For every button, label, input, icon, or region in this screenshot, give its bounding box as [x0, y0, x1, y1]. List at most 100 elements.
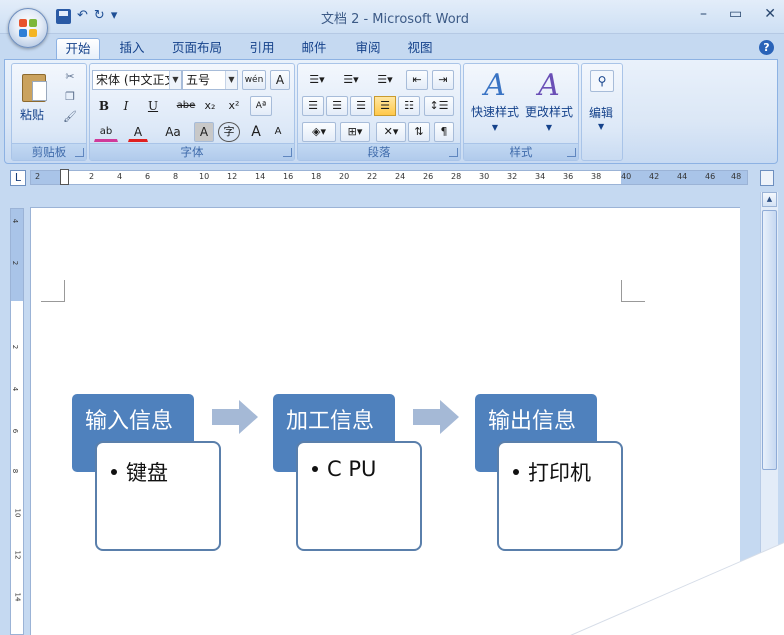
phonetic-guide-button[interactable]: wén [242, 70, 266, 90]
bullets-icon[interactable]: ☰▾ [309, 73, 325, 86]
cut-icon[interactable]: ✂ [65, 70, 75, 83]
chevron-down-icon: ▼ [225, 71, 237, 89]
right-margin-region [621, 171, 747, 184]
redo-icon[interactable]: ↻ [93, 8, 105, 23]
change-styles-label: 更改样式 [524, 105, 573, 119]
strikethrough-button[interactable]: abe [176, 100, 196, 111]
clipboard-group: 粘贴 ✂ ❐ 🖌 剪贴板 [11, 63, 87, 161]
tab-references[interactable]: 引用 [249, 40, 275, 55]
tab-view[interactable]: 视图 [407, 40, 433, 55]
document-page[interactable]: 输入信息 键盘 加工信息 C PU 输出信息 打印机 [30, 207, 740, 635]
bullet-icon [111, 469, 117, 475]
font-group-label: 字体 [90, 143, 294, 160]
scroll-up-icon[interactable]: ▲ [762, 192, 777, 207]
asian-layout-icon[interactable]: ✕▾ [376, 122, 406, 142]
vertical-scrollbar[interactable]: ▲ [760, 192, 778, 635]
horizontal-ruler[interactable]: 2 2 4 6 8 10 12 14 16 18 20 22 24 26 28 … [30, 169, 748, 185]
bold-button[interactable]: B [98, 99, 110, 113]
font-color-button[interactable]: A [128, 122, 148, 142]
ruler-tick: 2 [11, 260, 20, 266]
tab-insert[interactable]: 插入 [119, 40, 145, 55]
tab-mailings[interactable]: 邮件 [301, 40, 327, 55]
highlight-button[interactable]: ab [94, 122, 118, 142]
editing-label[interactable]: 编辑 [589, 106, 614, 120]
list-item-text: C PU [327, 457, 377, 481]
ruler-tick: 14 [13, 592, 22, 602]
shading-icon[interactable]: ◈▾ [302, 122, 336, 142]
ribbon-tabs: 开始 插入 页面布局 引用 邮件 审阅 视图 ? [0, 34, 784, 60]
minimize-button[interactable]: – [700, 6, 708, 22]
window-title: 文档 2 - Microsoft Word [320, 12, 470, 27]
enclose-characters-button[interactable]: 字 [218, 122, 240, 142]
align-center-icon[interactable]: ☰ [326, 96, 348, 116]
help-icon[interactable]: ? [759, 40, 774, 55]
smartart-header-text: 输入信息 [85, 409, 174, 434]
clipboard-icon [22, 74, 47, 102]
paragraph-launcher-icon[interactable] [449, 148, 458, 157]
align-left-icon[interactable]: ☰ [302, 96, 324, 116]
change-case-button[interactable]: Aa [165, 125, 181, 139]
clear-formatting-button[interactable]: Aª [250, 96, 272, 116]
scrollbar-thumb[interactable] [762, 210, 777, 470]
maximize-button[interactable]: ▭ [729, 6, 743, 22]
styles-group-label: 样式 [464, 143, 578, 160]
ruler-tick: 14 [255, 172, 266, 181]
show-marks-icon[interactable]: ¶ [434, 122, 454, 142]
save-icon[interactable] [56, 8, 71, 24]
italic-button[interactable]: I [123, 99, 129, 113]
office-logo-icon [19, 19, 37, 37]
multilevel-list-icon[interactable]: ☰▾ [377, 73, 393, 86]
vertical-ruler[interactable]: 4 2 2 4 6 8 10 12 14 [10, 208, 24, 635]
shrink-font-button[interactable]: A [274, 126, 282, 137]
tab-home[interactable]: 开始 [56, 38, 100, 60]
smartart-card-3[interactable]: 打印机 [497, 441, 623, 551]
character-shading-button[interactable]: A [194, 122, 214, 142]
underline-button[interactable]: U [147, 99, 159, 113]
font-name-combo[interactable]: 宋体 (中文正文) ▼ [92, 70, 182, 90]
font-size-combo[interactable]: 五号 ▼ [182, 70, 238, 90]
ruler-tick: 12 [13, 550, 22, 560]
undo-icon[interactable]: ↶ [77, 8, 88, 23]
quick-styles-icon: A [484, 68, 506, 103]
increase-indent-icon[interactable]: ⇥ [432, 70, 454, 90]
chevron-down-icon: ▼ [491, 123, 499, 132]
clipboard-launcher-icon[interactable] [75, 148, 84, 157]
ruler-tick: 18 [311, 172, 322, 181]
customize-qat-icon[interactable]: ▾ [110, 8, 118, 23]
crop-mark [621, 280, 645, 302]
superscript-button[interactable]: x² [228, 99, 240, 112]
close-button[interactable]: ✕ [764, 6, 776, 22]
distributed-icon[interactable]: ☷ [398, 96, 420, 116]
font-launcher-icon[interactable] [283, 148, 292, 157]
font-name-value: 宋体 (中文正文) [96, 73, 182, 87]
character-border-button[interactable]: A [270, 70, 290, 90]
tab-review[interactable]: 审阅 [355, 40, 381, 55]
tab-selector[interactable]: L [10, 170, 26, 186]
styles-launcher-icon[interactable] [567, 148, 576, 157]
ruler-tick: 2 [35, 172, 41, 181]
list-item-text: 打印机 [528, 461, 591, 485]
align-right-icon[interactable]: ☰ [350, 96, 372, 116]
sort-icon[interactable]: ⇅ [408, 122, 430, 142]
tab-page-layout[interactable]: 页面布局 [171, 40, 222, 55]
ruler-tick: 44 [677, 172, 688, 181]
borders-icon[interactable]: ⊞▾ [340, 122, 370, 142]
justify-icon[interactable]: ☰ [374, 96, 396, 116]
smartart-card-2[interactable]: C PU [296, 441, 422, 551]
copy-icon[interactable]: ❐ [65, 90, 75, 103]
decrease-indent-icon[interactable]: ⇤ [406, 70, 428, 90]
grow-font-button[interactable]: A [251, 124, 261, 140]
view-ruler-icon[interactable] [760, 170, 774, 186]
paste-label[interactable]: 粘贴 [20, 108, 45, 122]
smartart-card-1[interactable]: 键盘 [95, 441, 221, 551]
numbering-icon[interactable]: ☰▾ [343, 73, 359, 86]
change-styles-button[interactable]: A 更改样式 ▼ [522, 68, 576, 148]
quick-styles-button[interactable]: A 快速样式 ▼ [468, 68, 522, 148]
paste-button[interactable] [20, 70, 50, 104]
line-spacing-icon[interactable]: ↕☰ [424, 96, 454, 116]
indent-marker-icon[interactable] [60, 169, 69, 185]
format-painter-icon[interactable]: 🖌 [63, 110, 77, 123]
office-button[interactable] [8, 8, 48, 48]
binoculars-icon[interactable]: ⚲ [590, 70, 614, 92]
subscript-button[interactable]: x₂ [204, 99, 216, 112]
